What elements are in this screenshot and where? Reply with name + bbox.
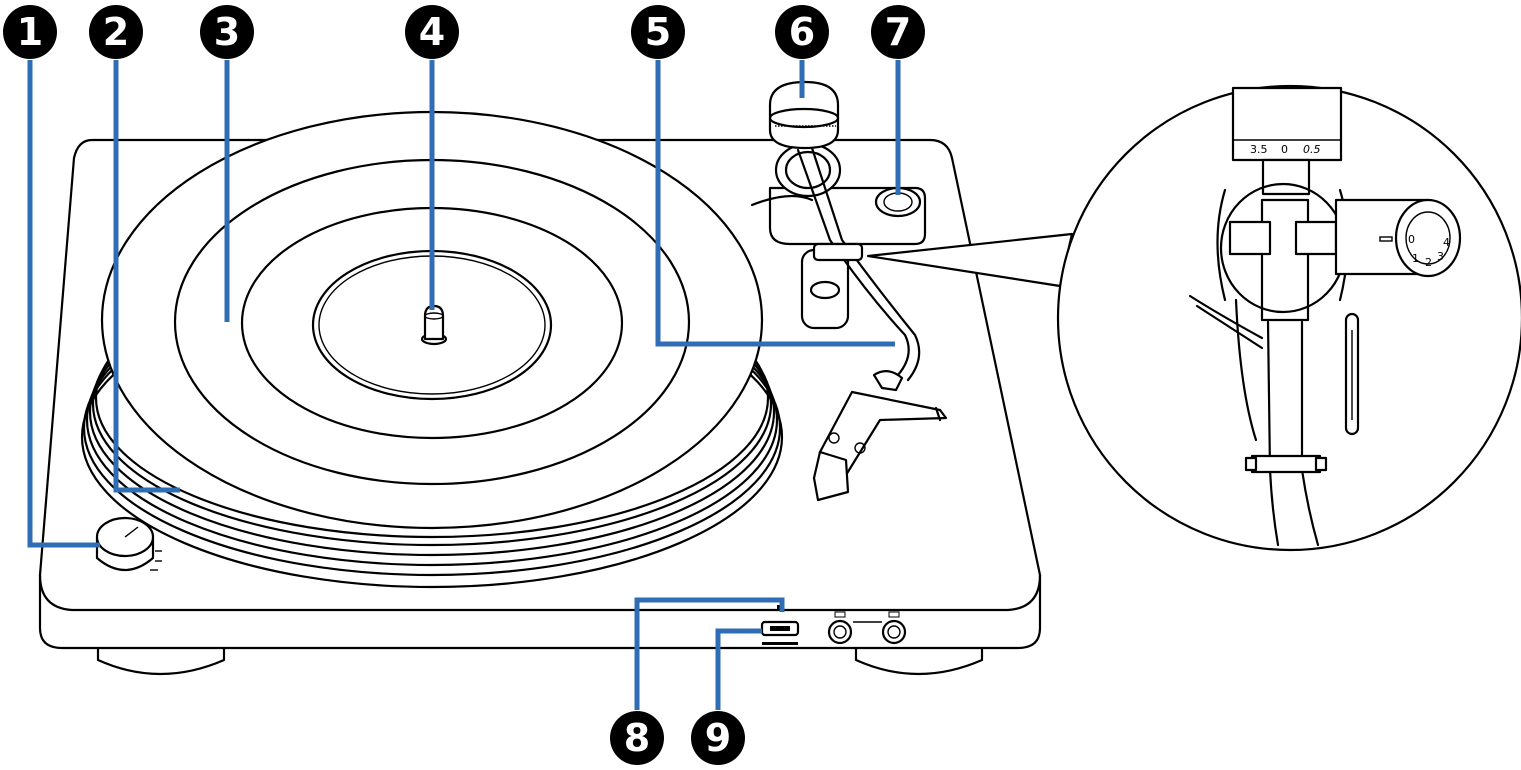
callout-marker-circle <box>775 5 829 59</box>
callout-8: 8 <box>610 711 664 765</box>
arm-lift-lever[interactable] <box>750 194 814 207</box>
callout-marker-circle <box>691 711 745 765</box>
counterweight[interactable] <box>768 80 840 150</box>
callout-number: 6 <box>789 10 815 54</box>
center-spindle <box>420 304 448 346</box>
usb-label-mark <box>762 642 798 645</box>
callout-4: 4 <box>405 5 459 59</box>
callout-number: 7 <box>885 10 911 54</box>
turntable-foot-left <box>96 643 226 676</box>
front-panel-controls <box>760 605 907 645</box>
stop-button[interactable] <box>881 619 907 645</box>
leader-lines <box>27 60 901 710</box>
callout-9: 9 <box>691 711 745 765</box>
svg-text:2: 2 <box>1425 256 1432 269</box>
leader-8 <box>634 597 785 710</box>
speed-markings <box>150 550 162 571</box>
speed-selector-knob[interactable] <box>95 516 155 571</box>
leader-9 <box>715 628 762 710</box>
leader-2 <box>113 60 180 493</box>
callout-number: 5 <box>645 10 671 54</box>
svg-text:3.5: 3.5 <box>1250 143 1268 156</box>
tonearm-detail-view: 3.5 0 0.5 0 1 2 3 4 <box>866 84 1521 552</box>
leader-1 <box>27 60 100 548</box>
callout-1: 1 <box>3 5 57 59</box>
callout-number: 3 <box>214 10 240 54</box>
rec-button[interactable] <box>827 619 853 645</box>
plinth-front-edge <box>38 573 1042 612</box>
anti-skate-scale: 0 1 2 3 4 <box>1408 233 1450 269</box>
arm-rest <box>812 242 864 262</box>
callout-number: 4 <box>419 10 445 54</box>
svg-text:0: 0 <box>1408 233 1415 246</box>
turntable-foot-right <box>854 643 984 676</box>
svg-text:3: 3 <box>1437 250 1444 263</box>
callout-number: 8 <box>624 716 650 760</box>
callout-2: 2 <box>89 5 143 59</box>
svg-text:0: 0 <box>1281 143 1288 156</box>
svg-text:4: 4 <box>1443 236 1450 249</box>
leader-5 <box>655 60 895 347</box>
callout-marker-circle <box>89 5 143 59</box>
callout-marker-circle <box>871 5 925 59</box>
callout-5: 5 <box>631 5 685 59</box>
callout-7: 7 <box>871 5 925 59</box>
callout-marker-circle <box>3 5 57 59</box>
callout-number: 2 <box>103 10 129 54</box>
svg-text:0.5: 0.5 <box>1303 143 1321 156</box>
callout-number: 9 <box>705 716 731 760</box>
headshell <box>812 370 948 502</box>
callout-markers: 1 2 3 4 5 6 7 8 9 <box>3 5 925 765</box>
counterweight-scale: 3.5 0 0.5 <box>1250 143 1321 156</box>
cartridge <box>812 450 850 502</box>
callout-3: 3 <box>200 5 254 59</box>
callout-6: 6 <box>775 5 829 59</box>
svg-text:1: 1 <box>1412 252 1419 265</box>
callout-marker-circle <box>631 5 685 59</box>
callout-marker-circle <box>405 5 459 59</box>
callout-marker-circle <box>610 711 664 765</box>
callout-number: 1 <box>17 10 43 54</box>
tonearm-pillar <box>800 248 850 330</box>
callout-marker-circle <box>200 5 254 59</box>
